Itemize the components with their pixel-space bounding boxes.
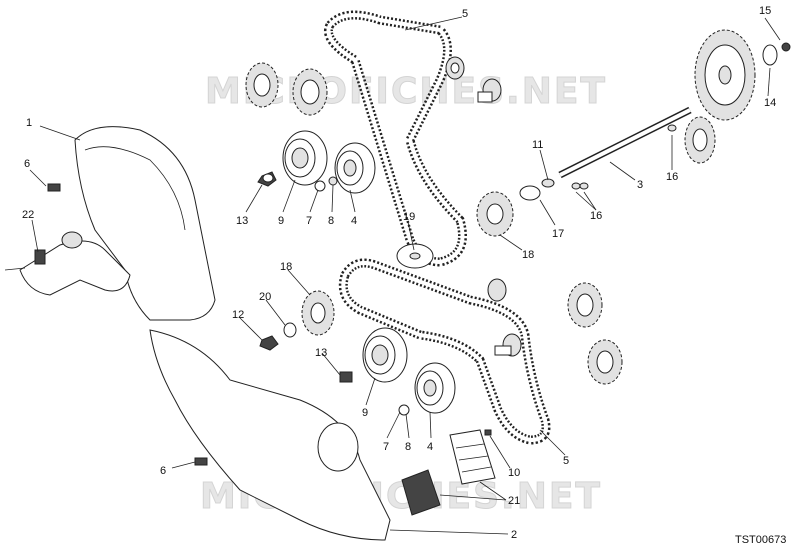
large-gear bbox=[694, 29, 756, 121]
callout-11: 11 bbox=[532, 139, 543, 151]
callout-3: 3 bbox=[637, 179, 643, 191]
callout-15: 15 bbox=[759, 5, 771, 17]
water-pump bbox=[4, 231, 131, 296]
upper-spacers bbox=[445, 56, 502, 103]
callout-7-lower: 7 bbox=[383, 441, 389, 453]
upper-nut-washer bbox=[257, 171, 338, 192]
callout-2: 2 bbox=[511, 529, 517, 541]
lower-cam-pulley-pair bbox=[567, 282, 623, 385]
callout-8-lower: 8 bbox=[405, 441, 411, 453]
upper-belt-cover bbox=[74, 126, 216, 321]
callout-21: 21 bbox=[508, 495, 520, 507]
callout-18-upper: 18 bbox=[522, 249, 534, 261]
callout-numbers: 1 6 22 5 15 14 3 16 16 17 11 18 19 13 9 … bbox=[22, 5, 776, 541]
small-shaft-gear bbox=[684, 116, 716, 164]
callout-6-upper: 6 bbox=[24, 158, 30, 170]
drawing-code: TST00673 bbox=[735, 534, 786, 546]
lower-spacers bbox=[487, 278, 522, 357]
lower-nut-washer bbox=[259, 322, 353, 383]
lower-drive-gear bbox=[301, 290, 335, 336]
callout-7-upper: 7 bbox=[306, 215, 312, 227]
callout-5-upper: 5 bbox=[462, 8, 468, 20]
callout-9-lower: 9 bbox=[362, 407, 368, 419]
callout-19: 19 bbox=[403, 211, 415, 223]
callout-16-right: 16 bbox=[666, 171, 678, 183]
callout-13-upper: 13 bbox=[236, 215, 248, 227]
leader-lines bbox=[29, 16, 781, 535]
callout-20: 20 bbox=[259, 291, 271, 303]
callout-4-lower: 4 bbox=[427, 441, 433, 453]
callout-10: 10 bbox=[508, 467, 520, 479]
callout-17: 17 bbox=[552, 228, 564, 240]
callout-5-lower: 5 bbox=[563, 455, 569, 467]
washer-19 bbox=[396, 243, 434, 269]
callout-8-upper: 8 bbox=[328, 215, 334, 227]
upper-idler-pulley bbox=[334, 142, 376, 194]
upper-timing-belt bbox=[324, 10, 467, 267]
upper-tensioner-pulley bbox=[282, 130, 328, 186]
drive-shaft bbox=[558, 106, 692, 179]
callout-22: 22 bbox=[22, 209, 34, 221]
lower-belt-cover bbox=[149, 329, 391, 541]
callout-4-upper: 4 bbox=[351, 215, 357, 227]
callout-1: 1 bbox=[26, 117, 32, 129]
callout-18-lower: 18 bbox=[280, 261, 292, 273]
upper-drive-gear bbox=[476, 191, 514, 237]
callout-12: 12 bbox=[232, 309, 244, 321]
rubber-pads bbox=[401, 429, 496, 516]
lower-timing-belt bbox=[338, 258, 551, 445]
callout-9-upper: 9 bbox=[278, 215, 284, 227]
cover-bolt-lower bbox=[194, 457, 208, 466]
callout-16-left: 16 bbox=[590, 210, 602, 222]
upper-cam-pulley-pair bbox=[245, 62, 328, 116]
callout-13-lower: 13 bbox=[315, 347, 327, 359]
callout-6-lower: 6 bbox=[160, 465, 166, 477]
lower-idler-pulley bbox=[398, 362, 456, 416]
cover-bolt-upper bbox=[47, 183, 61, 192]
callout-14: 14 bbox=[764, 97, 776, 109]
lower-tensioner-pulley bbox=[362, 327, 408, 383]
